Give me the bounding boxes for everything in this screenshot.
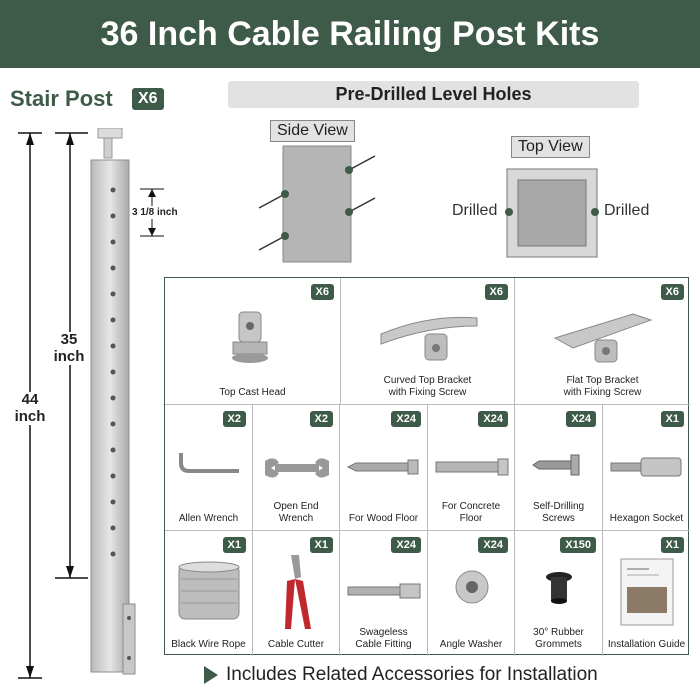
part-cell: X1 Black Wire Rope <box>165 531 253 656</box>
qty-badge: X150 <box>560 537 596 553</box>
part-cell: X24 Angle Washer <box>428 531 515 656</box>
part-label: Black Wire Rope <box>171 638 246 650</box>
qty-badge: X2 <box>222 411 246 427</box>
part-label: Allen Wrench <box>178 512 239 524</box>
open-end-wrench-icon <box>265 458 329 478</box>
qty-badge: X6 <box>660 284 684 300</box>
footer-note: Includes Related Accessories for Install… <box>204 664 598 686</box>
part-label: Installation Guide <box>607 638 686 650</box>
qty-badge: X1 <box>222 537 246 553</box>
self-drilling-screw-icon <box>532 454 580 476</box>
qty-badge: X24 <box>391 537 421 553</box>
qty-badge: X1 <box>660 537 684 553</box>
side-view-label: Side View <box>270 120 355 142</box>
part-cell: X6 Top Cast Head <box>165 278 341 405</box>
qty-badge: X2 <box>309 411 333 427</box>
allen-wrench-icon <box>179 453 239 473</box>
footer-text: Includes Related Accessories for Install… <box>226 664 598 685</box>
cable-cutter-icon <box>285 555 311 629</box>
part-cell: X1 Installation Guide <box>603 531 690 656</box>
wire-rope-icon <box>178 561 240 620</box>
rubber-grommet-icon <box>546 572 572 604</box>
qty-badge: X1 <box>660 411 684 427</box>
side-view-image <box>258 145 376 263</box>
cast-head-icon <box>232 311 268 363</box>
part-label: Angle Washer <box>439 638 503 650</box>
cable-fitting-icon <box>347 583 421 599</box>
hex-socket-icon <box>610 457 682 477</box>
part-label: Cable Cutter <box>267 638 325 650</box>
installation-guide-icon <box>620 558 674 626</box>
part-cell: X1 Cable Cutter <box>253 531 340 656</box>
wood-screw-icon <box>346 459 419 475</box>
stair-post-image <box>90 128 136 675</box>
drilled-right-label: Drilled <box>604 202 650 219</box>
qty-badge: X24 <box>478 537 508 553</box>
drilled-left-label: Drilled <box>452 202 498 219</box>
qty-badge: X24 <box>478 411 508 427</box>
top-view-label: Top View <box>511 136 590 158</box>
part-label: For Wood Floor <box>348 512 419 524</box>
stair-post-title: Stair Post <box>10 86 113 111</box>
concrete-anchor-icon <box>435 458 509 476</box>
part-label: Hexagon Socket <box>609 512 684 524</box>
qty-badge: X24 <box>391 411 421 427</box>
stair-post-qty-badge: X6 <box>132 88 164 110</box>
flat-bracket-icon <box>553 313 653 363</box>
angle-washer-icon <box>455 570 489 604</box>
part-cell: X2 Allen Wrench <box>165 405 253 531</box>
part-cell: X1 Hexagon Socket <box>603 405 690 531</box>
part-cell: X24 For Wood Floor <box>340 405 428 531</box>
qty-badge: X6 <box>484 284 508 300</box>
spacing-label: 3 1/8 inch <box>130 206 180 219</box>
top-view-image <box>505 168 599 258</box>
curved-bracket-icon <box>380 316 478 361</box>
qty-badge: X24 <box>566 411 596 427</box>
qty-badge: X6 <box>310 284 334 300</box>
pre-drilled-heading: Pre-Drilled Level Holes <box>228 81 639 108</box>
part-label: Top Cast Head <box>219 386 286 398</box>
play-arrow-icon <box>204 666 218 684</box>
qty-badge: X1 <box>309 537 333 553</box>
page-title: 36 Inch Cable Railing Post Kits <box>0 0 700 68</box>
